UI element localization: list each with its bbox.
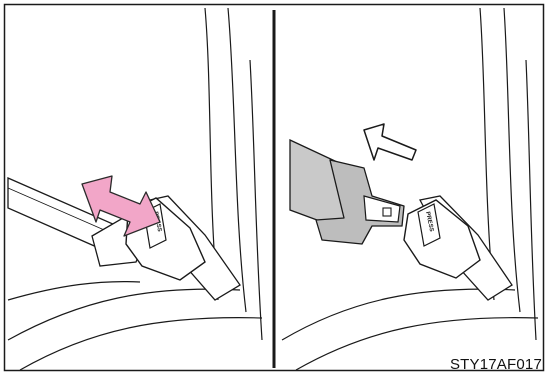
seat-cushion-line-1: [8, 289, 240, 340]
buckle-body-r: [404, 200, 480, 278]
left-panel: PRESS: [8, 8, 262, 370]
figure-code: STY17AF017: [450, 356, 542, 373]
seat-back-line-r2: [504, 8, 520, 312]
seat-back-line-r3: [526, 60, 536, 340]
right-panel: PRESS: [282, 8, 538, 370]
seat-back-line-3: [250, 60, 262, 340]
seat-cushion-line-r1: [282, 289, 515, 340]
seat-cushion-line-2: [20, 318, 262, 370]
tongue-hole: [383, 208, 391, 216]
release-arrow-icon: [364, 124, 416, 160]
seat-back-line-2: [228, 8, 246, 312]
